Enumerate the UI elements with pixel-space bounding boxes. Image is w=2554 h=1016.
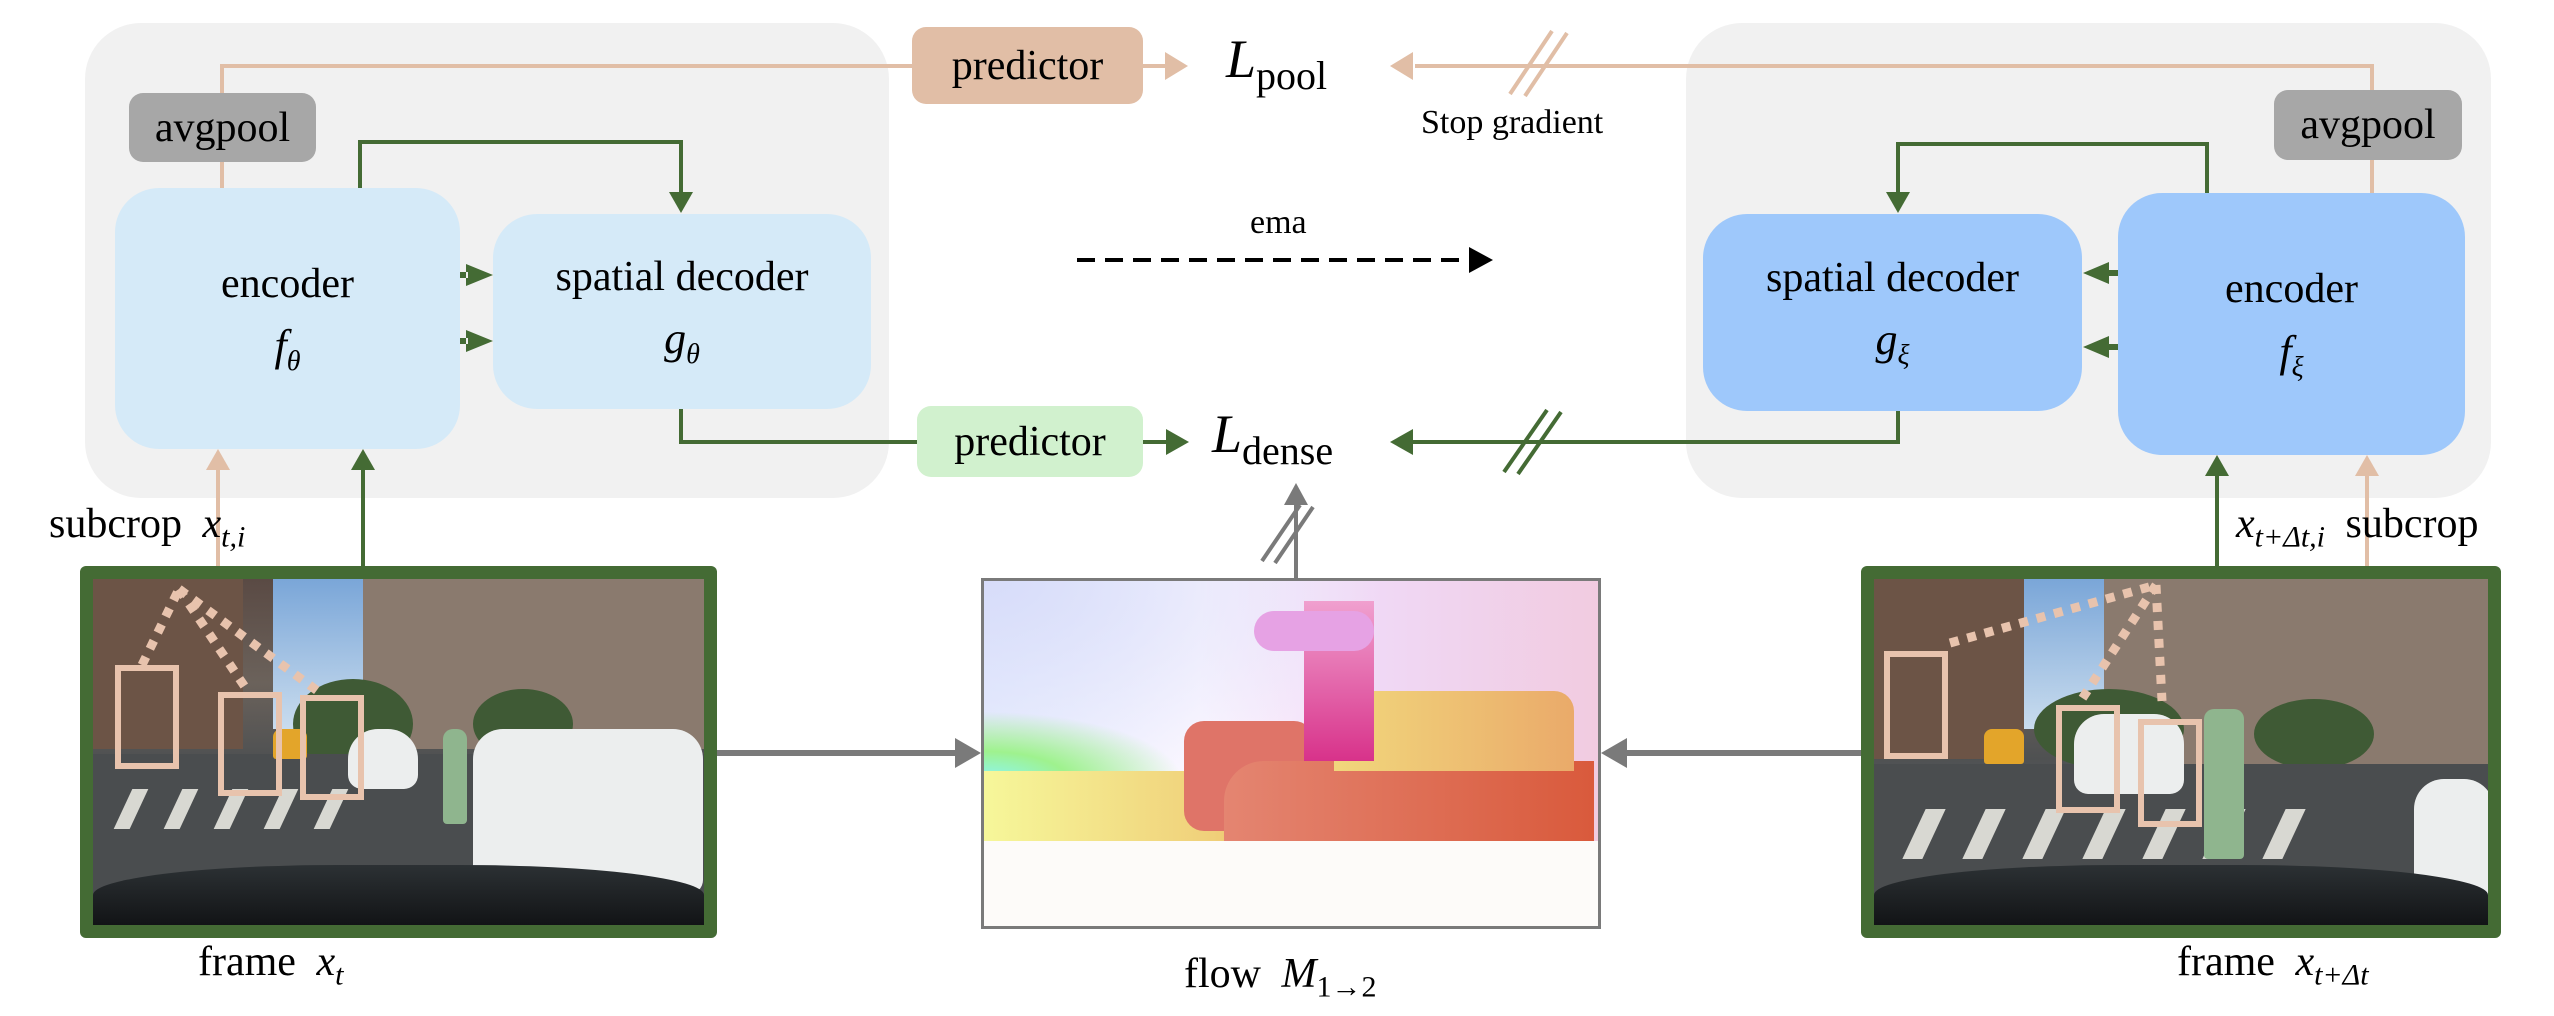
- frame-t-image[interactable]: [80, 566, 717, 938]
- pool-predictor-label: predictor: [951, 42, 1104, 89]
- ema-label: ema: [1250, 204, 1307, 241]
- online-encoder-block[interactable]: encoder fθ: [115, 188, 460, 449]
- crop-box: [300, 695, 364, 800]
- crop-box: [115, 665, 179, 769]
- crop-box: [218, 692, 282, 796]
- online-avgpool-block[interactable]: avgpool: [129, 93, 316, 162]
- loss-pool: Lpool: [1226, 29, 1328, 98]
- online-decoder-symbol: gθ: [664, 314, 700, 371]
- stop-gradient-mark-flow: [1260, 503, 1315, 565]
- target-encoder-symbol: fξ: [2279, 326, 2304, 383]
- pool-predictor-block[interactable]: predictor: [912, 27, 1143, 104]
- target-avgpool-block[interactable]: avgpool: [2274, 90, 2462, 160]
- online-encoder-symbol: fθ: [274, 321, 301, 378]
- arrowhead-flow-to-ldense: [1284, 483, 1308, 505]
- online-avgpool-label: avgpool: [154, 104, 291, 151]
- frame-t-caption: frame xt: [198, 939, 344, 992]
- crop-box: [1884, 651, 1948, 759]
- target-encoder-label: encoder: [2225, 266, 2358, 313]
- crop-link-dots: [1948, 580, 2167, 702]
- online-encoder-label: encoder: [221, 260, 354, 307]
- crop-box: [2138, 719, 2202, 827]
- crop-box: [2056, 705, 2120, 813]
- crop-link-dots: [137, 585, 326, 699]
- arrowhead-lpool-from-target: [1390, 52, 1413, 80]
- left-subcrop-label: subcrop xt,i: [49, 501, 246, 554]
- frame-t-plus-dt-caption: frame xt+Δt: [2177, 939, 2369, 992]
- target-decoder-label: spatial decoder: [1765, 254, 2020, 301]
- arrowhead-predictor-to-ldense: [1166, 429, 1189, 455]
- online-decoder-label: spatial decoder: [555, 253, 809, 300]
- arrowhead-predictor-to-lpool: [1165, 52, 1188, 80]
- target-decoder-block[interactable]: spatial decoder gξ: [1703, 214, 2082, 411]
- arrowhead-frame-left-to-flow: [955, 738, 981, 768]
- target-decoder-symbol: gξ: [1875, 315, 1910, 372]
- arrowhead-ldense-from-target: [1390, 429, 1413, 455]
- flow-caption: flow M1→2: [1184, 951, 1377, 1004]
- online-decoder-block[interactable]: spatial decoder gθ: [493, 214, 871, 409]
- target-encoder-block[interactable]: encoder fξ: [2118, 193, 2465, 455]
- street-scene-t: [93, 579, 704, 925]
- dense-predictor-label: predictor: [954, 418, 1106, 465]
- target-avgpool-label: avgpool: [2300, 102, 2436, 148]
- street-scene-t-plus-dt: [1874, 579, 2488, 925]
- stop-gradient-mark-dense: [1502, 408, 1563, 476]
- ema-arrowhead: [1469, 247, 1493, 273]
- dense-predictor-block[interactable]: predictor: [917, 406, 1143, 477]
- loss-dense: Ldense: [1212, 404, 1334, 473]
- arrowhead-frame-right-to-flow: [1601, 738, 1627, 768]
- stop-gradient-mark-pool: [1508, 29, 1569, 98]
- frame-t-plus-dt-image[interactable]: [1861, 566, 2501, 938]
- right-subcrop-label: xt+Δt,i subcrop: [2236, 501, 2479, 554]
- optical-flow-image[interactable]: [981, 578, 1601, 929]
- stop-gradient-label: Stop gradient: [1421, 104, 1604, 141]
